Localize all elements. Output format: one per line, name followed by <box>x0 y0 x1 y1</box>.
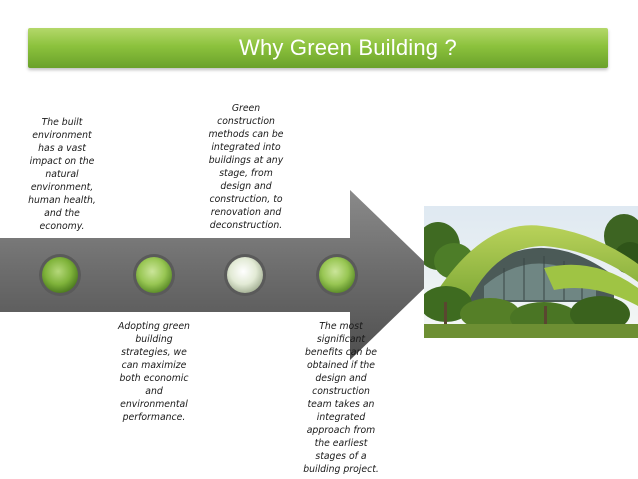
step-4-text: The most significant benefits can be obt… <box>303 321 379 475</box>
node-3 <box>224 254 266 296</box>
node-4 <box>316 254 358 296</box>
step-1-text: The built environment has a vast impact … <box>28 117 96 232</box>
step-2-text: Adopting green building strategies, we c… <box>118 321 190 423</box>
arrow-body <box>0 190 438 360</box>
title-banner: Why Green Building ? <box>28 28 608 68</box>
page-title: Why Green Building ? <box>239 35 457 60</box>
step-3-text: Green construction methods can be integr… <box>208 103 284 231</box>
green-roof-building-photo <box>424 206 638 338</box>
node-1 <box>39 254 81 296</box>
node-2 <box>133 254 175 296</box>
